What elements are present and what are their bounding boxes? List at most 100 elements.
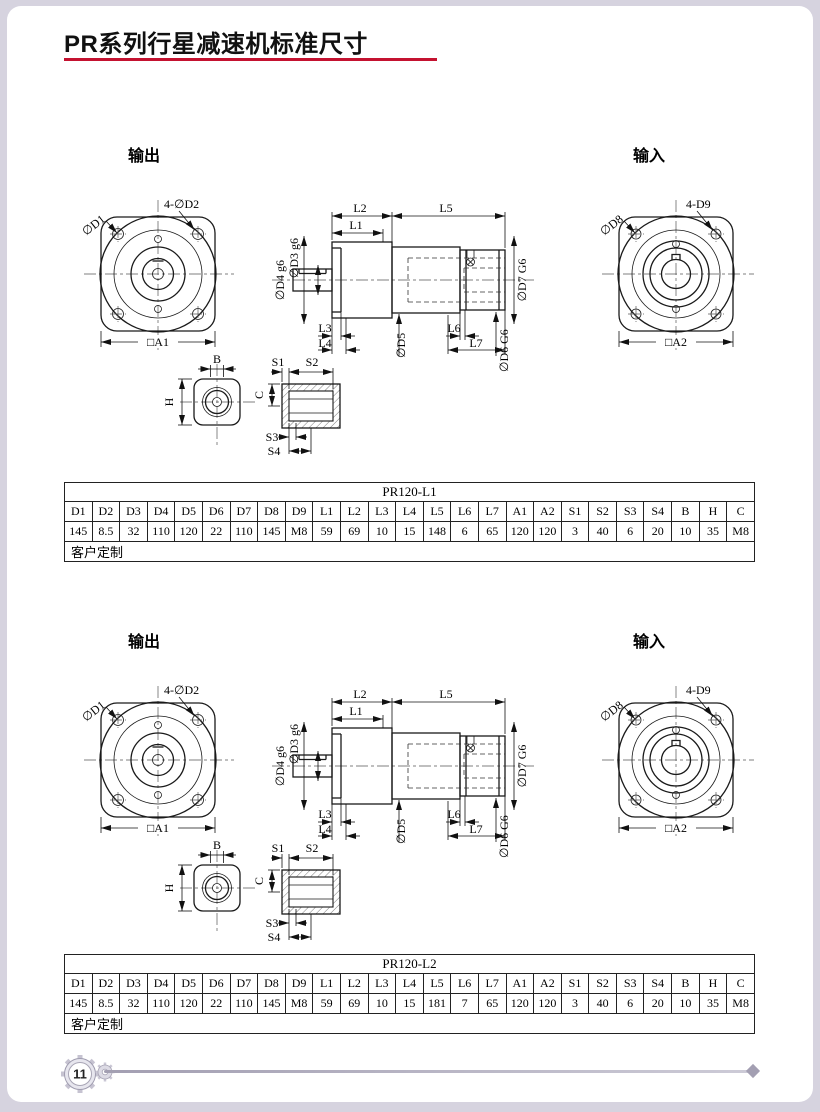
column-header: S1 (560, 501, 590, 522)
dim-label-b: B (213, 838, 221, 852)
key-section-detail-view: S1 S2 C S3 S4 (252, 841, 341, 944)
flange-outer-circle (99, 215, 217, 333)
column-header: S3 (615, 973, 645, 994)
table-cell: 69 (339, 993, 369, 1014)
dim-label-l3: L3 (318, 807, 331, 821)
page-number: 11 (73, 1067, 87, 1082)
column-header: D6 (201, 973, 231, 994)
column-header: D3 (119, 973, 148, 994)
column-header: B (671, 501, 700, 522)
set-screw (466, 736, 475, 753)
table-cell: 148 (422, 521, 452, 542)
dim-label-l4: L4 (318, 822, 331, 836)
section-pr120-l2: 输出 输入 4-∅D2 ∅D1 (0, 618, 820, 1104)
column-header: D6 (201, 501, 231, 522)
dim-label-l5: L5 (439, 201, 452, 215)
column-header: S3 (615, 501, 645, 522)
dim-label-s3: S3 (266, 430, 279, 444)
table-title: PR120-L1 (64, 482, 755, 502)
table-cell: 110 (146, 993, 176, 1014)
h-dimension-lines (178, 378, 192, 426)
dim-label-d4: ∅D4 g6 (273, 260, 287, 300)
s1-s2-dimension-lines (271, 368, 334, 389)
diagram-group: 输出 输入 4-∅D2 ∅D1 (0, 132, 820, 618)
table-cell: 69 (339, 521, 369, 542)
left-diameter-dimensions (301, 236, 321, 324)
dim-label-d2: 4-∅D2 (164, 197, 199, 211)
column-header: S4 (643, 973, 673, 994)
column-header: L2 (339, 973, 369, 994)
column-header: L7 (477, 501, 507, 522)
column-header: L6 (450, 973, 479, 994)
dim-label-s1: S1 (272, 355, 285, 369)
column-header: L2 (339, 501, 369, 522)
center-bores (113, 715, 203, 805)
table-cell: 181 (422, 993, 452, 1014)
column-header: S2 (588, 973, 617, 994)
column-header: D8 (257, 501, 286, 522)
dim-label-c: C (252, 391, 266, 399)
column-header: L5 (422, 973, 452, 994)
column-header: D9 (284, 973, 314, 994)
input-bore-circles (631, 229, 721, 319)
hub-outline (193, 378, 241, 426)
dim-label-l4: L4 (318, 336, 331, 350)
shaft-end-detail-view: B H (162, 352, 256, 447)
column-header: S4 (643, 501, 673, 522)
dim-label-d3: ∅D3 g6 (287, 724, 301, 764)
output-flange-front-view: 4-∅D2 ∅D1 □A1 (79, 197, 234, 350)
input-flange-rear-view: 4-D9 ∅D8 □A2 (597, 197, 754, 350)
hidden-bore-lines (407, 257, 505, 303)
table-cell: 59 (312, 521, 341, 542)
table-cell: 110 (146, 521, 176, 542)
table-title: PR120-L2 (64, 954, 755, 974)
dim-label-h: H (162, 397, 176, 406)
column-header: L3 (367, 973, 397, 994)
dim-label-l6: L6 (447, 321, 460, 335)
dim-label-l1: L1 (349, 218, 362, 232)
column-header: A1 (505, 501, 535, 522)
dim-label-s4: S4 (268, 444, 281, 458)
centerlines (180, 850, 256, 933)
column-header: B (671, 973, 700, 994)
hole-centerlines (110, 226, 206, 322)
column-header: L7 (477, 973, 507, 994)
dim-label-d5: ∅D5 (394, 333, 408, 358)
column-header: S2 (588, 501, 617, 522)
dim-label-d4: ∅D4 g6 (273, 746, 287, 786)
d9-leader-line (696, 210, 714, 231)
column-header: L6 (450, 501, 479, 522)
dim-label-s3: S3 (266, 916, 279, 930)
dim-label-a2: □A2 (665, 821, 687, 835)
set-screw (466, 250, 475, 267)
page-title: PR系列行星减速机标准尺寸 (64, 31, 368, 58)
input-housing (459, 735, 506, 797)
input-flange-rear-view: 4-D9 ∅D8 □A2 (597, 683, 754, 836)
dim-label-d8: ∅D8 (597, 698, 625, 725)
column-header: A2 (533, 501, 562, 522)
footer-rule (104, 1070, 752, 1073)
column-header: D1 (64, 501, 93, 522)
dim-label-a1: □A1 (147, 335, 169, 349)
dim-label-s4: S4 (268, 930, 281, 944)
s3-s4-dimension-lines (278, 423, 312, 454)
dim-label-l6: L6 (447, 807, 460, 821)
column-header: D5 (174, 973, 203, 994)
page-number-badge: 11 (61, 1055, 99, 1093)
title-underline (64, 58, 437, 61)
dim-label-b: B (213, 352, 221, 366)
column-header: A2 (533, 973, 562, 994)
key-slot (288, 876, 334, 908)
dim-label-d6: ∅D6 G6 (497, 815, 511, 858)
table-cell: 3 (560, 993, 590, 1014)
output-label: 输出 (128, 148, 161, 165)
column-header: D4 (146, 501, 176, 522)
dim-label-d5: ∅D5 (394, 819, 408, 844)
dim-label-a2: □A2 (665, 335, 687, 349)
d1-leader-line (105, 706, 118, 720)
column-header: D7 (229, 973, 259, 994)
dim-label-s2: S2 (306, 841, 319, 855)
table-cell: 120 (505, 521, 535, 542)
column-header: S1 (560, 973, 590, 994)
